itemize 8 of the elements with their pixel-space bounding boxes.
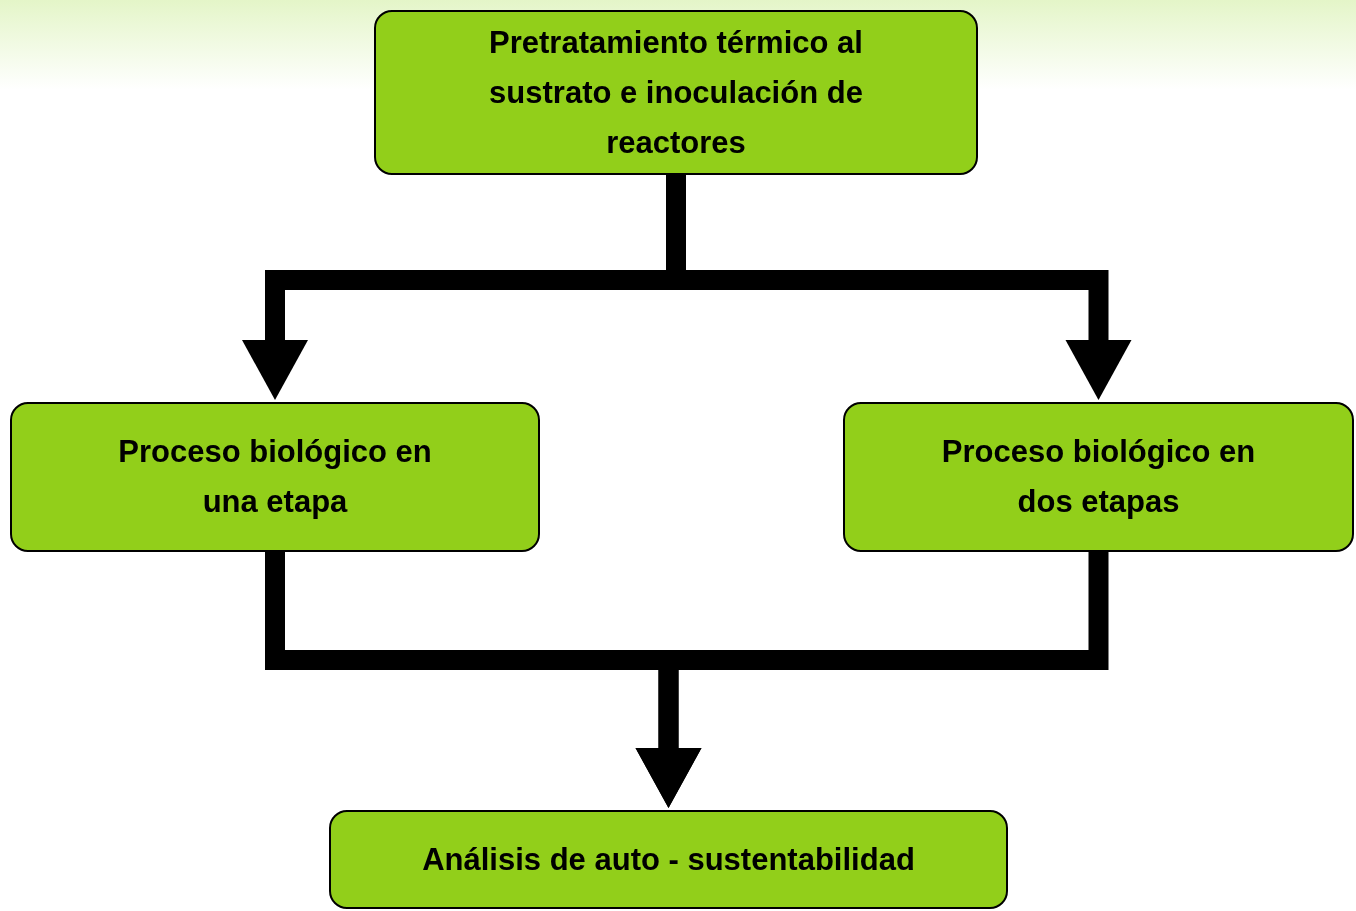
box-label: Proceso biológico en dos etapas	[940, 433, 1257, 521]
box-label: Pretratamiento térmico al sustrato e inoculación de reactores	[488, 23, 864, 162]
process-box	[329, 810, 1008, 909]
process-box	[843, 402, 1354, 552]
process-box	[374, 10, 978, 175]
box-label: Análisis de auto - sustentabilidad	[422, 840, 915, 879]
process-box	[10, 402, 540, 552]
box-label: Proceso biológico en una etapa	[117, 433, 433, 521]
